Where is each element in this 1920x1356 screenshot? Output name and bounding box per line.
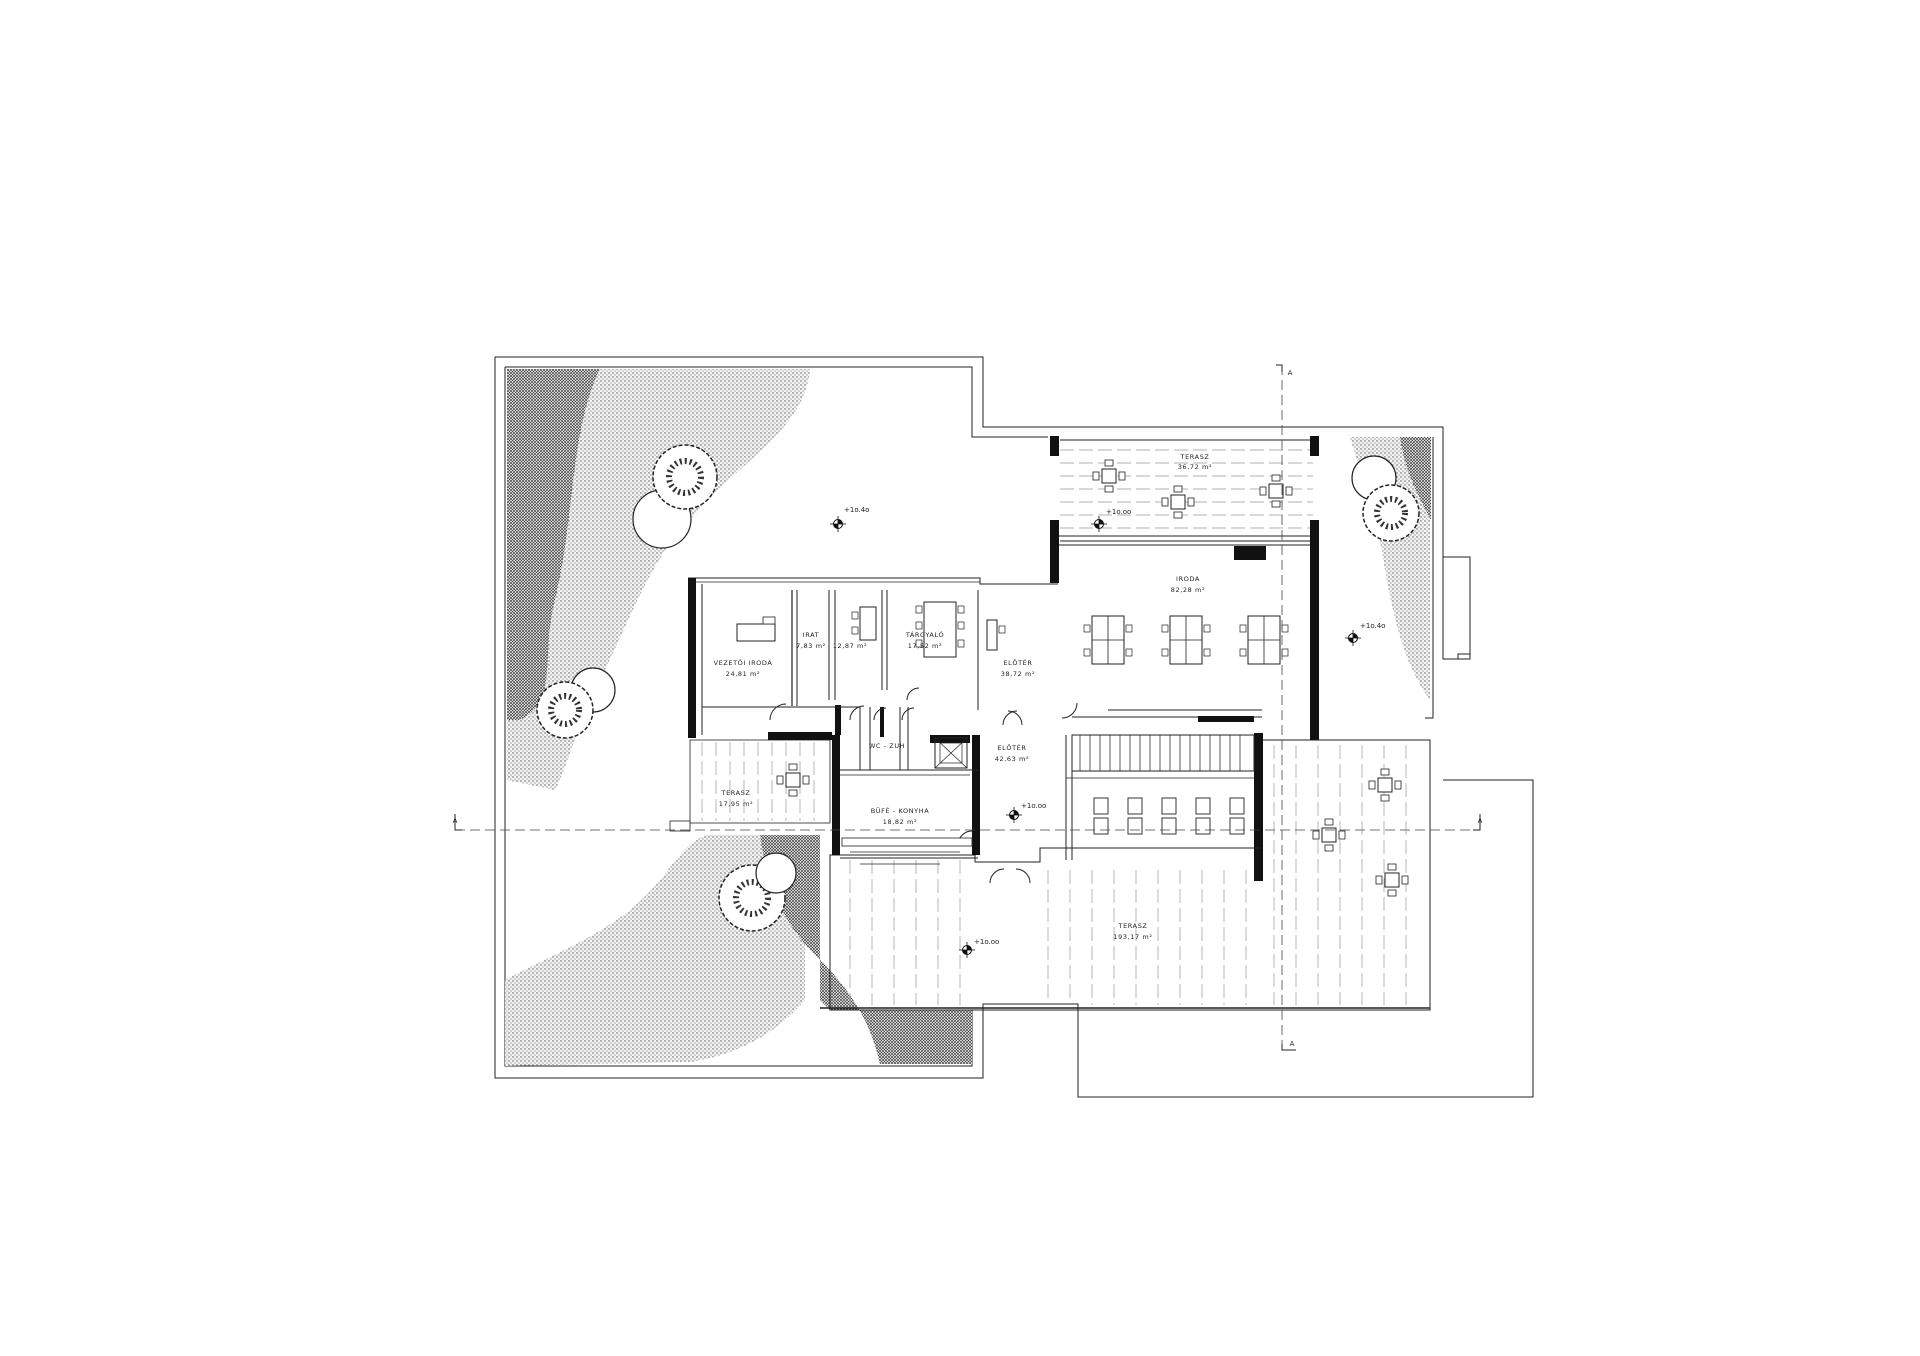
level-mark-garden-nw: +1o.4o: [829, 506, 869, 533]
room-label-eloter-lower: ELŐTÉR 42,63 m²: [995, 743, 1029, 763]
room-label-eloter-upper: ELŐTÉR 38,72 m²: [1001, 658, 1035, 678]
south-terrace-decking: [820, 739, 1431, 1011]
svg-text:IRAT: IRAT: [803, 631, 819, 639]
furniture: [736, 459, 1409, 897]
svg-text:VEZETŐI IRODA: VEZETŐI IRODA: [714, 658, 773, 667]
svg-text:BÜFÉ - KONYHA: BÜFÉ - KONYHA: [871, 806, 930, 815]
section-mark-north: A: [1288, 369, 1293, 377]
svg-text:+1o.4o: +1o.4o: [844, 506, 869, 514]
svg-text:TÁRGYALÓ: TÁRGYALÓ: [905, 630, 944, 639]
tree-icon: [718, 852, 797, 932]
svg-text:+1o.oo: +1o.oo: [1106, 508, 1131, 516]
svg-text:24,81 m²: 24,81 m²: [726, 670, 760, 678]
svg-text:12,87 m²: 12,87 m²: [833, 642, 867, 650]
room-label-vezetoi-iroda: VEZETŐI IRODA 24,81 m²: [714, 658, 773, 678]
building-walls: [688, 436, 1319, 884]
room-label-wc: WC - ZUH: [869, 742, 905, 750]
svg-text:WC - ZUH: WC - ZUH: [869, 742, 905, 750]
svg-text:193,17 m²: 193,17 m²: [1113, 933, 1152, 941]
tree-group: [536, 444, 1420, 932]
room-label-terasz-west: TERASZ 17,95 m²: [719, 789, 753, 808]
level-mark-garden-e: +1o.4o: [1344, 622, 1385, 647]
svg-text:+1o.oo: +1o.oo: [974, 938, 999, 946]
section-lines: [454, 364, 1481, 1055]
room-label-iroda: IRODA 82,28 m²: [1171, 575, 1205, 594]
svg-text:17,52 m²: 17,52 m²: [908, 642, 942, 650]
svg-text:TERASZ: TERASZ: [1180, 453, 1210, 461]
svg-text:38,72 m²: 38,72 m²: [1001, 670, 1035, 678]
svg-text:18,82 m²: 18,82 m²: [883, 818, 917, 826]
svg-text:17,95 m²: 17,95 m²: [719, 800, 753, 808]
level-mark-terrace-n: +1o.oo: [1090, 508, 1131, 533]
svg-text:ELŐTÉR: ELŐTÉR: [1003, 658, 1032, 667]
svg-text:42,63 m²: 42,63 m²: [995, 755, 1029, 763]
tree-icon: [632, 444, 718, 549]
svg-text:+1o.oo: +1o.oo: [1021, 802, 1046, 810]
section-mark-east: A: [1478, 817, 1483, 825]
room-label-irat: IRAT 7,83 m²: [796, 631, 826, 650]
svg-text:82,28 m²: 82,28 m²: [1171, 586, 1205, 594]
section-mark-west: A: [453, 817, 458, 825]
section-mark-south: A: [1290, 1040, 1295, 1048]
landscape-hatching: [505, 369, 1431, 1066]
tree-icon: [536, 667, 616, 739]
west-terrace-decking: [669, 739, 831, 832]
svg-text:TERASZ: TERASZ: [721, 789, 751, 797]
room-label-targyalo: TÁRGYALÓ 17,52 m²: [905, 630, 944, 650]
svg-text:ELŐTÉR: ELŐTÉR: [997, 743, 1026, 752]
staircase: [1071, 734, 1255, 772]
room-label-terasz-south: TERASZ 193,17 m²: [1113, 922, 1152, 941]
level-mark-terrace-s: +1o.oo: [958, 938, 999, 959]
svg-text:+1o.4o: +1o.4o: [1360, 622, 1385, 630]
svg-text:36,72 m²: 36,72 m²: [1178, 463, 1212, 471]
room-label-bufe: BÜFÉ - KONYHA 18,82 m²: [871, 806, 930, 826]
tree-icon: [1351, 455, 1420, 542]
svg-text:IRODA: IRODA: [1176, 575, 1200, 583]
room-label-small-room: 12,87 m²: [833, 642, 867, 650]
level-mark-eloter: +1o.oo: [1005, 802, 1046, 824]
svg-text:7,83 m²: 7,83 m²: [796, 642, 826, 650]
room-label-terasz-north: TERASZ 36,72 m²: [1178, 453, 1212, 471]
svg-text:TERASZ: TERASZ: [1118, 922, 1148, 930]
dining-row: [1093, 797, 1245, 835]
